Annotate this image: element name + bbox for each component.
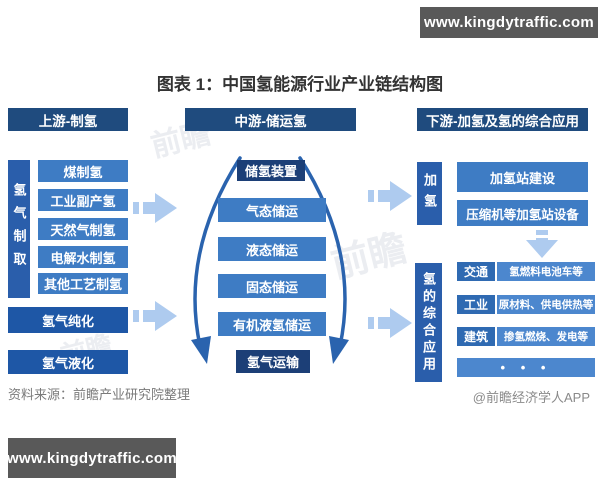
application-row-industry: 工业 原材料、供电供热等 bbox=[457, 295, 595, 314]
method-electrolysis: 电解水制氢 bbox=[38, 246, 128, 268]
method-coal: 煤制氢 bbox=[38, 160, 128, 182]
header-downstream: 下游-加氢及氢的综合应用 bbox=[417, 108, 588, 131]
refueling-station-construction-box: 加氢站建设 bbox=[457, 162, 588, 192]
application-category: 交通 bbox=[457, 262, 495, 281]
method-industrial-byproduct: 工业副产氢 bbox=[38, 189, 128, 211]
source-note: 资料来源：前瞻产业研究院整理 bbox=[8, 387, 191, 402]
arrow-right-icon bbox=[133, 301, 177, 331]
gaseous-storage-box: 气态储运 bbox=[218, 198, 326, 222]
arrow-right-icon bbox=[368, 181, 412, 211]
solid-storage-box: 固态储运 bbox=[218, 274, 326, 298]
application-detail: 氢燃料电池车等 bbox=[497, 262, 595, 281]
comprehensive-application-label: 氢的综合应用 bbox=[415, 263, 442, 382]
application-detail: 掺氢燃烧、发电等 bbox=[497, 327, 595, 346]
header-midstream: 中游-储运氢 bbox=[185, 108, 356, 131]
site-banner-top: www.kingdytraffic.com bbox=[420, 7, 598, 38]
method-other-processes: 其他工艺制氢 bbox=[38, 273, 128, 294]
application-row-building: 建筑 掺氢燃烧、发电等 bbox=[457, 327, 595, 346]
compressor-equipment-box: 压缩机等加氢站设备 bbox=[457, 200, 588, 226]
refueling-label: 加氢 bbox=[417, 162, 442, 225]
group-label-hydrogen-production: 氢气制取 bbox=[8, 160, 30, 298]
application-row-transport: 交通 氢燃料电池车等 bbox=[457, 262, 595, 281]
header-upstream: 上游-制氢 bbox=[8, 108, 128, 131]
hydrogen-liquefaction-box: 氢气液化 bbox=[8, 350, 128, 374]
arrow-right-icon bbox=[368, 308, 412, 338]
credit-note: @前瞻经济学人APP bbox=[472, 390, 590, 405]
hydrogen-transport-box: 氢气运输 bbox=[236, 350, 310, 373]
site-banner-bottom: www.kingdytraffic.com bbox=[7, 438, 177, 478]
application-category: 建筑 bbox=[457, 327, 495, 346]
chart-title: 图表 1：中国氢能源行业产业链结构图 bbox=[156, 75, 444, 94]
storage-device-box: 储氢装置 bbox=[237, 160, 305, 181]
arrow-right-icon bbox=[133, 193, 177, 223]
liquid-storage-box: 液态储运 bbox=[218, 237, 326, 261]
cycle-arc-icons bbox=[191, 156, 349, 364]
hydrogen-purification-box: 氢气纯化 bbox=[8, 307, 128, 333]
application-more-row: • • • bbox=[457, 358, 595, 377]
arrow-down-icon bbox=[526, 230, 558, 258]
method-natural-gas: 天然气制氢 bbox=[38, 218, 128, 240]
application-detail: 原材料、供电供热等 bbox=[497, 295, 595, 314]
organic-liquid-storage-box: 有机液氢储运 bbox=[218, 312, 326, 336]
application-category: 工业 bbox=[457, 295, 495, 314]
